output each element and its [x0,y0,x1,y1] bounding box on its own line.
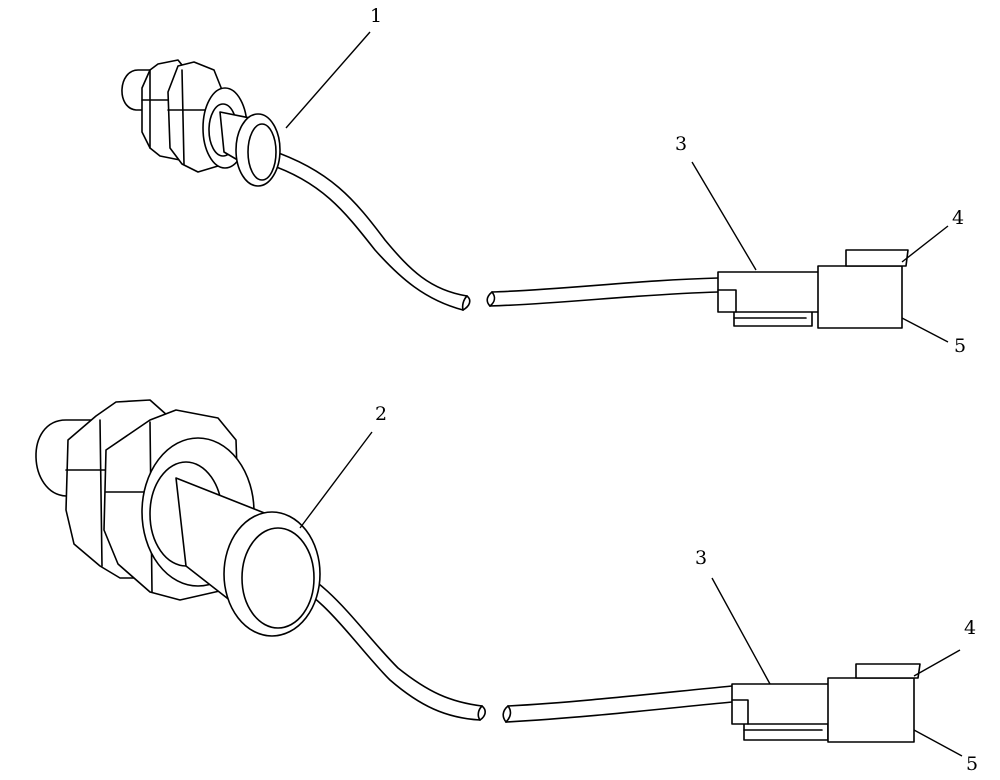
small-proximity-sensor [121,59,281,187]
bottom-connector-latch [855,663,921,679]
large-sensor-flange [223,511,321,637]
small-sensor-assembly [121,31,949,343]
callout-4-bottom: 4 [964,617,976,639]
bottom-connector-housing [731,683,833,725]
callout-2: 2 [375,403,387,425]
small-sensor-flange [235,113,281,187]
top-connector [717,249,909,329]
callout-4-top: 4 [952,207,964,229]
callout-3-bottom: 3 [695,547,707,569]
bottom-connector-head [827,677,915,743]
top-connector-head [817,265,903,329]
bottom-connector-cable [502,685,733,723]
callout-1: 1 [370,5,382,27]
large-sensor-assembly [35,399,963,757]
top-connector-latch [845,249,909,267]
callout-5-bottom: 5 [966,753,978,775]
large-proximity-sensor [35,399,321,637]
callout-3-top: 3 [675,133,687,155]
top-connector-housing [717,271,821,313]
callout-5-top: 5 [954,335,966,357]
top-sensor-cable [267,149,471,311]
bottom-connector [731,663,921,743]
top-connector-cable [486,277,719,307]
